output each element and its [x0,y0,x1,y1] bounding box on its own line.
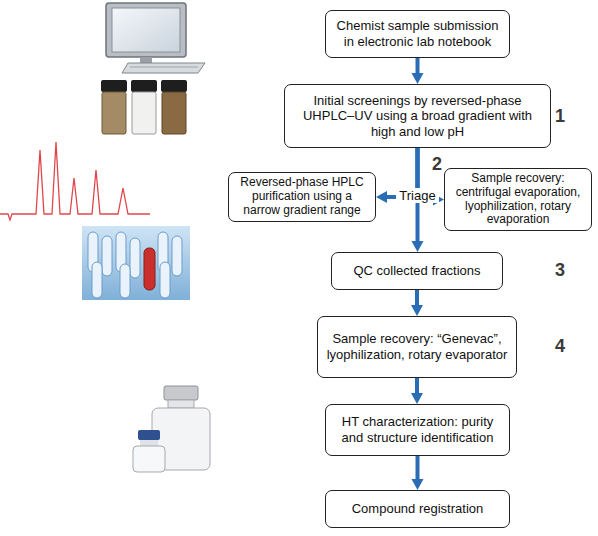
box-content: Sample recovery: “Genevac”, lyophilizati… [324,331,510,362]
process-box: HT characterization: purity and structur… [325,404,510,456]
test-tubes-photo [82,226,190,300]
computer-illustration [106,3,205,73]
branch-label: Triage [396,188,438,203]
product-vials [133,386,210,472]
arrow-head [376,191,387,203]
callout-number: 3 [555,260,565,281]
arrow-head [412,479,424,490]
process-box: Sample recovery: “Genevac”, lyophilizati… [317,316,517,378]
arrow-head [411,393,423,404]
arrow-head [411,305,423,316]
box-text: Initial screenings by reversed-phase UHP… [291,93,544,140]
box-content: Sample recovery: centrifugal evaporation… [451,172,585,227]
sample-vials [101,80,187,134]
arrow-head [412,241,424,252]
arrow-head [412,73,424,84]
callout-number: 2 [432,154,442,175]
box-text: Sample recovery: centrifugal evaporation… [451,172,585,227]
box-text: Sample recovery: “Genevac”, lyophilizati… [324,331,510,362]
box-content: HT characterization: purity and structur… [332,414,503,445]
box-content: Reversed-phase HPLC purification using a… [235,176,369,217]
flow-arrow [411,378,423,404]
process-box: Initial screenings by reversed-phase UHP… [284,84,551,148]
flow-arrow [411,290,423,316]
process-box: Sample recovery: centrifugal evaporation… [444,168,592,231]
box-text: HT characterization: purity and structur… [332,414,503,445]
box-content: Initial screenings by reversed-phase UHP… [291,93,544,140]
callout-number: 1 [555,106,565,127]
box-text: Chemist sample submission in electronic … [332,18,503,49]
process-box: Reversed-phase HPLC purification using a… [228,172,376,222]
box-text: QC collected fractions [353,263,480,279]
box-content: Compound registration [352,501,484,517]
chromatogram-trace [0,142,150,220]
box-content: QC collected fractions [353,263,480,279]
process-box: QC collected fractions [331,252,503,290]
process-box: Chemist sample submission in electronic … [325,10,510,58]
process-box: Compound registration [325,490,510,528]
box-content: Chemist sample submission in electronic … [332,18,503,49]
flow-arrow [412,58,424,84]
box-text: Compound registration [352,501,484,517]
arrow-line [416,456,420,482]
box-text: Reversed-phase HPLC purification using a… [235,176,369,217]
flow-arrow [412,456,424,490]
callout-number: 4 [555,336,565,357]
